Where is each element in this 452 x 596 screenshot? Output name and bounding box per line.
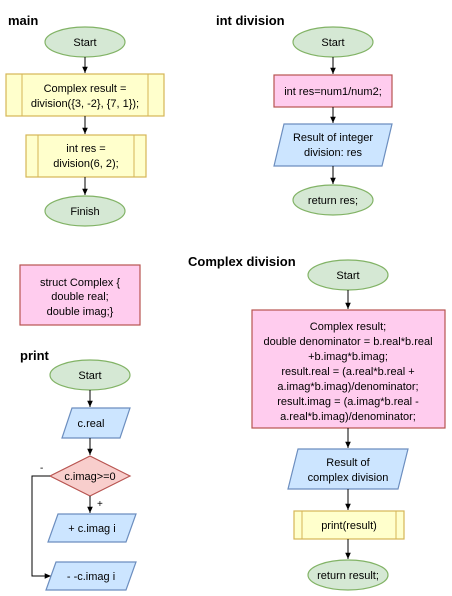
print-condition-label: c.imag>=0 [64, 471, 115, 483]
cd-process-line: result.real = (a.real*b.real + [281, 366, 414, 378]
int-process-box: int res=num1/num2; [273, 74, 393, 108]
int-output-line1: Result of integer [293, 132, 373, 144]
cd-output-io: Result of complex division [287, 448, 409, 490]
int-start-terminal: Start [292, 26, 374, 58]
cd-print-subprocess: print(result) [293, 510, 405, 540]
int-division-title: int division [216, 13, 285, 28]
main-result-line1: Complex result = [44, 83, 127, 95]
cd-print-label: print(result) [321, 520, 377, 532]
main-res-line2: division(6, 2); [53, 158, 118, 170]
int-start-label: Start [321, 37, 344, 49]
print-edge-no [31, 475, 51, 579]
int-output-line2: division: res [304, 147, 363, 159]
cd-process-box: Complex result; double denominator = b.r… [251, 309, 446, 429]
struct-line2: double real; [51, 291, 109, 303]
cd-process-line: Complex result; [310, 321, 386, 333]
print-real-io: c.real [61, 407, 131, 439]
print-title: print [20, 348, 50, 363]
print-positive-io: + c.imag i [47, 513, 137, 543]
cd-process-line: +b.imag*b.imag; [308, 351, 388, 363]
print-negative-label: - -c.imag i [67, 571, 115, 583]
main-finish-label: Finish [70, 206, 99, 218]
cd-process-line: result.imag = (a.imag*b.real - [277, 396, 419, 408]
int-return-label: return res; [308, 195, 358, 207]
cd-output-line2: complex division [308, 472, 389, 484]
print-negative-io: - -c.imag i [45, 561, 137, 591]
int-output-io: Result of integer division: res [273, 123, 393, 167]
main-start-label: Start [73, 37, 96, 49]
cd-return-terminal: return result; [307, 559, 389, 591]
main-res-subprocess: int res = division(6, 2); [25, 134, 147, 178]
main-result-line2: division({3, -2}, {7, 1}); [31, 98, 139, 110]
main-res-line1: int res = [66, 143, 105, 155]
complex-division-title: Complex division [188, 254, 296, 269]
print-start-label: Start [78, 370, 101, 382]
cd-process-line: a.imag*b.imag)/denominator; [277, 381, 418, 393]
print-yes-label: + [97, 499, 103, 510]
int-process-label: int res=num1/num2; [284, 86, 382, 98]
main-title: main [8, 13, 38, 28]
int-return-terminal: return res; [292, 184, 374, 216]
print-real-label: c.real [78, 418, 105, 430]
cd-return-label: return result; [317, 570, 379, 582]
cd-start-label: Start [336, 270, 359, 282]
cd-process-line: a.real*b.imag)/denominator; [280, 411, 416, 423]
print-positive-label: + c.imag i [68, 523, 115, 535]
cd-start-terminal: Start [307, 259, 389, 291]
print-start-terminal: Start [49, 359, 131, 391]
print-condition-decision: c.imag>=0 [48, 455, 132, 497]
cd-process-line: double denominator = b.real*b.real [263, 336, 432, 348]
cd-output-line1: Result of [326, 457, 370, 469]
struct-line1: struct Complex { [40, 277, 120, 289]
main-finish-terminal: Finish [44, 195, 126, 227]
print-no-label: - [40, 463, 43, 474]
main-result-subprocess: Complex result = division({3, -2}, {7, 1… [5, 73, 165, 117]
struct-complex-box: struct Complex { double real; double ima… [19, 264, 141, 326]
main-start-terminal: Start [44, 26, 126, 58]
struct-line3: double imag;} [47, 306, 114, 318]
